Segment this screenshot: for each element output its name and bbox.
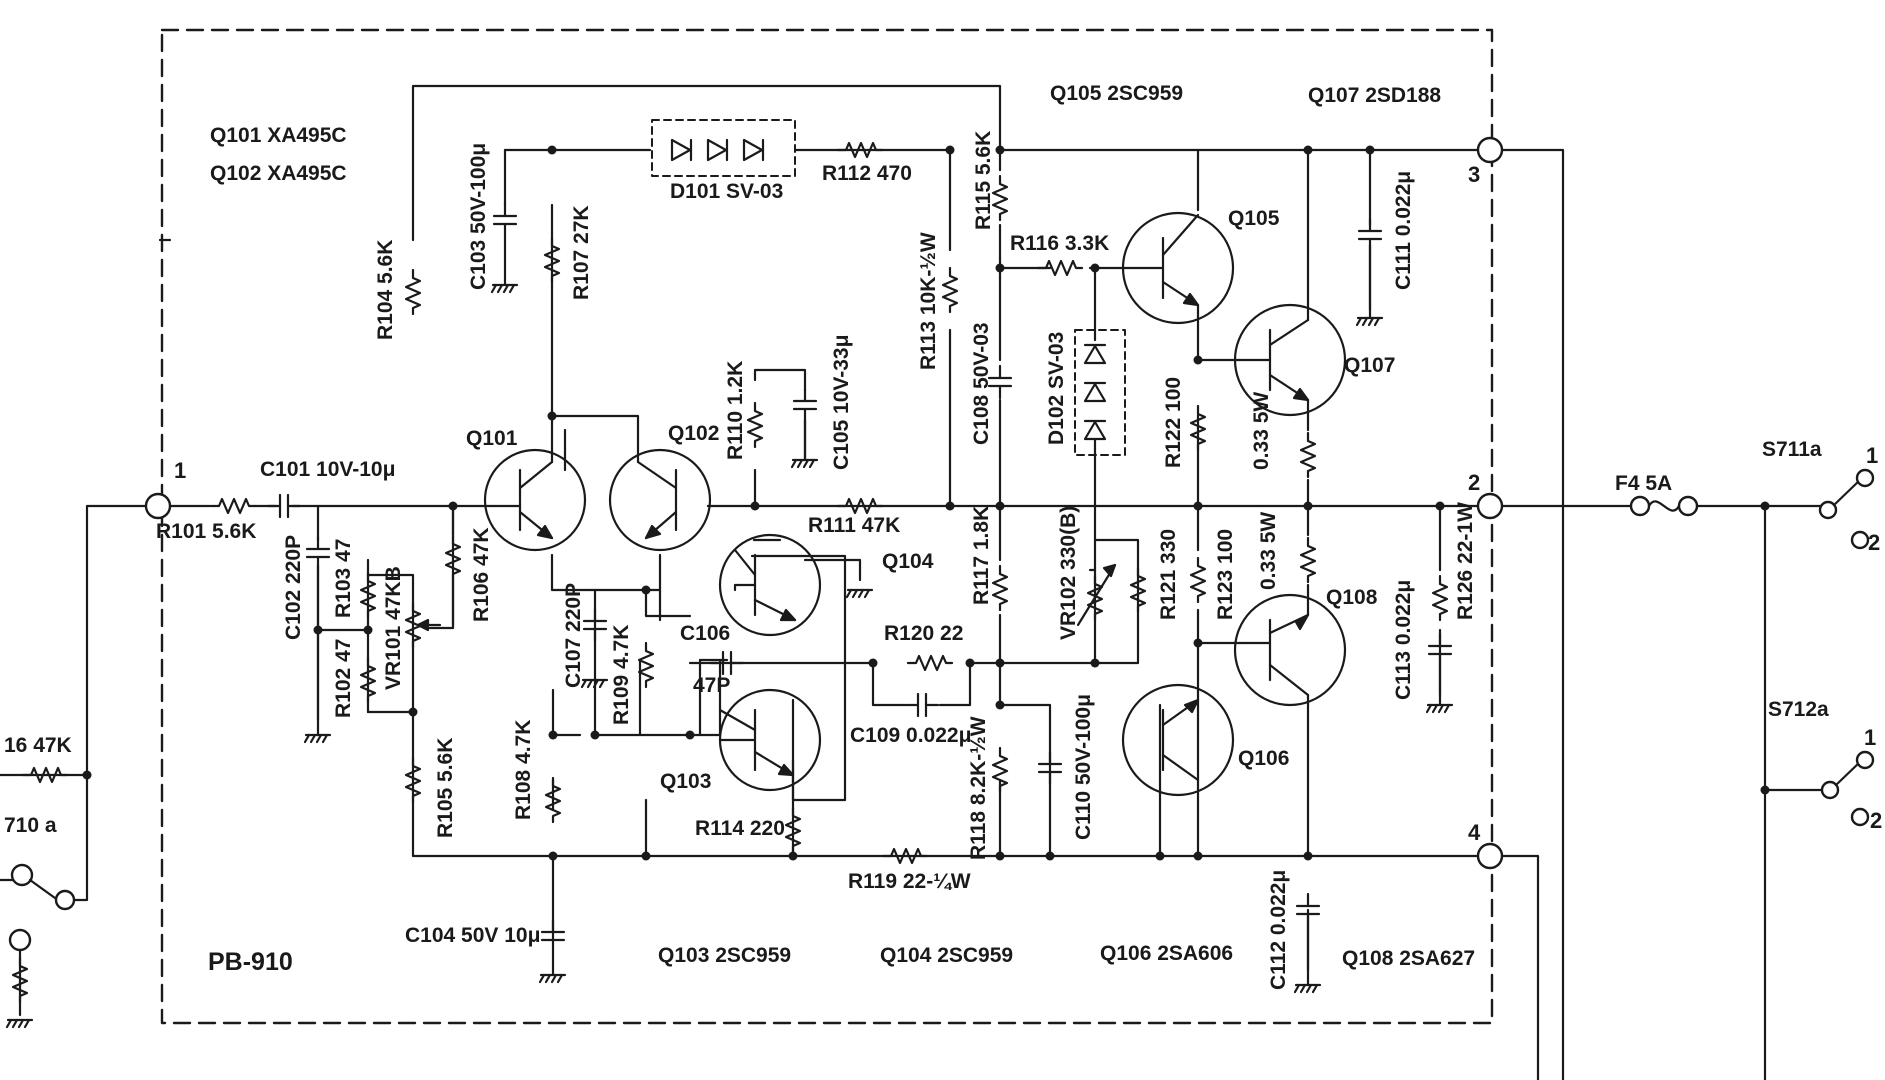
q106-tag: Q106 xyxy=(1238,747,1289,770)
q108-footer: Q108 2SA627 xyxy=(1342,947,1475,970)
board-name: PB-910 xyxy=(208,948,293,976)
r115-label: R115 5.6K xyxy=(972,131,995,230)
transistor-q108 xyxy=(1233,593,1347,707)
r125-label: 0.33 5W xyxy=(1257,512,1280,590)
q107-tag: Q107 xyxy=(1344,354,1395,377)
q107-header: Q107 2SD188 xyxy=(1308,84,1441,107)
q101-header: Q101 XA495C xyxy=(210,124,347,147)
q103-tag: Q103 xyxy=(660,770,711,793)
switch-s711a xyxy=(1818,468,1875,550)
r111-label: R111 47K xyxy=(808,514,900,537)
vr102-label: VR102 330(B) xyxy=(1057,506,1080,640)
junctions xyxy=(82,145,1770,861)
s711-pin-2: 2 xyxy=(1868,530,1880,555)
r119-label: R119 22-¼W xyxy=(848,870,971,893)
c107-label: C107 220P xyxy=(562,583,585,688)
s712-label: S712a xyxy=(1768,698,1829,721)
r120-label: R120 22 xyxy=(884,622,963,645)
s711-label: S711a xyxy=(1762,438,1822,461)
left-switch-label: 710 a xyxy=(4,814,57,837)
r110-label: R110 1.2K xyxy=(724,361,747,460)
q104-footer: Q104 2SC959 xyxy=(880,944,1013,967)
q105-header: Q105 2SC959 xyxy=(1050,82,1183,105)
left-resistor-label: 16 47K xyxy=(4,734,72,757)
terminal-2-label: 2 xyxy=(1468,470,1480,495)
switch-s712a xyxy=(1820,750,1875,827)
c108-label: C108 50V-03 xyxy=(970,322,993,445)
r107-label: R107 27K xyxy=(570,205,593,300)
transistor-q103 xyxy=(718,688,822,792)
potentiometers xyxy=(404,563,1117,649)
r102-label: R102 47 xyxy=(332,639,355,718)
transistor-q104 xyxy=(718,533,822,637)
component-labels: 1 3 2 4 Q101 XA495C Q102 XA495C Q105 2SC… xyxy=(4,82,1882,990)
r114-label: R114 220 xyxy=(695,817,785,840)
s712-pin-1: 1 xyxy=(1864,725,1876,750)
switch-left xyxy=(8,863,76,952)
d102-label: D102 SV-03 xyxy=(1045,332,1068,445)
terminal-2 xyxy=(1476,492,1504,520)
r126-label: R126 22-1W xyxy=(1454,502,1477,620)
diode-d101 xyxy=(651,119,796,177)
r112-label: R112 470 xyxy=(822,162,912,185)
s711-pin-1: 1 xyxy=(1866,443,1878,468)
c113-label: C113 0.022μ xyxy=(1392,580,1415,700)
fuse-f4 xyxy=(1629,495,1699,517)
c109-label: C109 0.022μ xyxy=(850,724,971,747)
q102-tag: Q102 xyxy=(668,422,719,445)
c104-label: C104 50V 10μ xyxy=(405,924,540,947)
q101-tag: Q101 xyxy=(466,427,518,450)
terminal-4-label: 4 xyxy=(1468,820,1481,845)
c106-label: C106 xyxy=(680,622,730,645)
d101-label: D101 SV-03 xyxy=(670,180,783,203)
terminal-3 xyxy=(1476,136,1504,164)
r121-label: R121 330 xyxy=(1157,529,1180,620)
terminal-3-label: 3 xyxy=(1468,162,1480,187)
r123-label: R123 100 xyxy=(1214,529,1237,620)
q105-tag: Q105 xyxy=(1228,207,1280,230)
transistor-q102 xyxy=(608,448,712,552)
transistor-q106 xyxy=(1121,683,1235,797)
terminal-4 xyxy=(1476,842,1504,870)
c103-label: C103 50V-100μ xyxy=(467,143,490,290)
r106-label: R106 47K xyxy=(470,527,493,622)
fuse-label: F4 5A xyxy=(1615,472,1672,495)
q103-footer: Q103 2SC959 xyxy=(658,944,791,967)
q104-tag: Q104 xyxy=(882,550,934,573)
c111-label: C111 0.022μ xyxy=(1392,171,1415,290)
r108-label: R108 4.7K xyxy=(512,720,535,820)
q106-footer: Q106 2SA606 xyxy=(1100,942,1233,965)
transistor-q105 xyxy=(1121,211,1235,325)
terminal-1-label: 1 xyxy=(174,458,186,483)
vr101-label: VR101 47KB xyxy=(382,566,405,690)
r116-label: R116 3.3K xyxy=(1010,232,1109,255)
r101-label: R101 5.6K xyxy=(156,520,256,543)
r124-label: 0.33 5W xyxy=(1250,392,1273,470)
diode-d102 xyxy=(1074,329,1126,456)
c102-label: C102 220P xyxy=(282,535,305,640)
s712-pin-2: 2 xyxy=(1870,808,1882,833)
c110-label: C110 50V-100μ xyxy=(1072,694,1095,840)
r118-label: R118 8.2K-½W xyxy=(967,716,990,860)
c105-label: C105 10V-33μ xyxy=(830,335,853,470)
c101-label: C101 10V-10μ xyxy=(260,458,395,481)
r103-label: R103 47 xyxy=(332,539,355,618)
r122-label: R122 100 xyxy=(1162,377,1185,468)
r109-label: R109 4.7K xyxy=(610,625,633,725)
c106-value: 47P xyxy=(693,674,730,697)
wiring xyxy=(0,84,1827,1080)
r113-label: R113 10K-½W xyxy=(917,232,940,370)
q102-header: Q102 XA495C xyxy=(210,162,347,185)
r117-label: R117 1.8K xyxy=(970,506,993,605)
terminal-1 xyxy=(144,492,172,520)
transistor-q101 xyxy=(483,448,587,552)
transistor-q107 xyxy=(1233,303,1347,417)
board-outline xyxy=(160,28,1494,1025)
r105-label: R105 5.6K xyxy=(434,738,457,838)
c112-label: C112 0.022μ xyxy=(1267,870,1290,990)
r104-label: R104 5.6K xyxy=(374,240,397,340)
q108-tag: Q108 xyxy=(1326,586,1378,609)
